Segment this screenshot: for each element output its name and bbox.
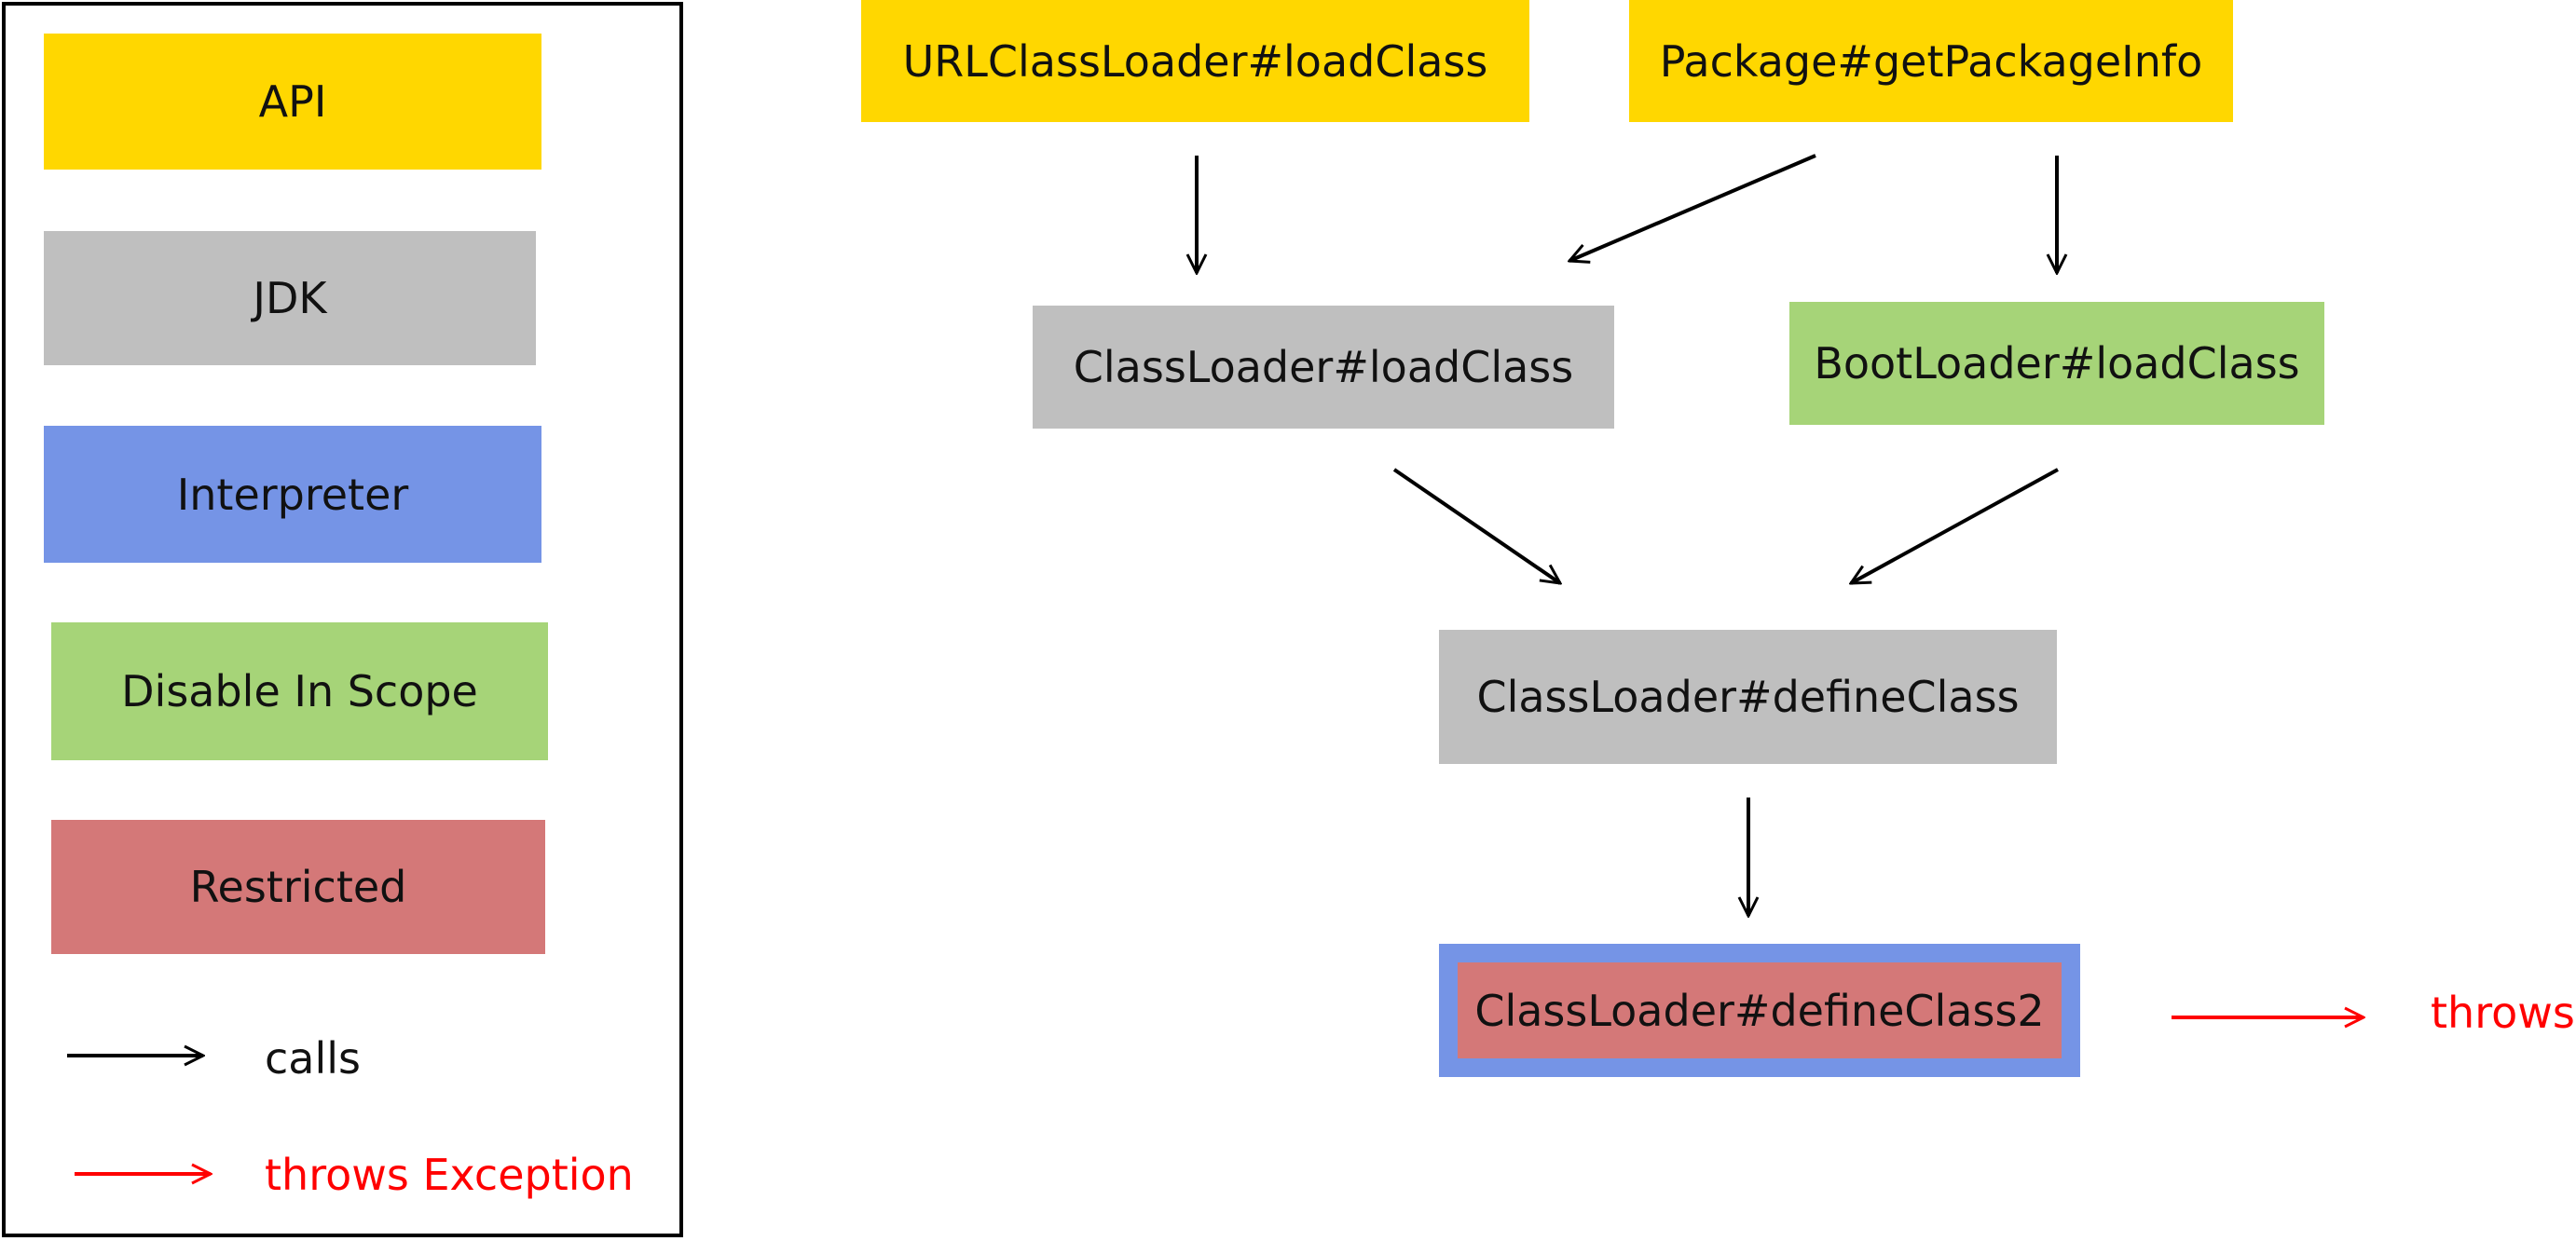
throws-label: throws xyxy=(2431,988,2575,1038)
edge-package-to-classloader-loadclass xyxy=(1569,154,1816,261)
edge-classloader-loadclass-to-defineclass xyxy=(1392,468,1560,583)
node-urlclassloader-loadclass-label: URLClassLoader#loadClass xyxy=(902,35,1488,87)
legend-restricted-swatch: Restricted xyxy=(51,820,545,954)
node-bootloader-loadclass: BootLoader#loadClass xyxy=(1789,302,2324,425)
legend-calls-label: calls xyxy=(265,1033,362,1084)
node-package-getpackageinfo-label: Package#getPackageInfo xyxy=(1659,35,2203,87)
node-classloader-loadclass: ClassLoader#loadClass xyxy=(1033,306,1614,429)
legend-restricted-label: Restricted xyxy=(189,862,407,912)
node-classloader-loadclass-label: ClassLoader#loadClass xyxy=(1073,342,1574,392)
legend-panel xyxy=(2,2,683,1237)
legend-interpreter-label: Interpreter xyxy=(176,469,409,520)
legend-jdk-label: JDK xyxy=(253,273,327,323)
node-classloader-defineclass2-label: ClassLoader#defineClass2 xyxy=(1474,985,2045,1036)
legend-disable-in-scope-label: Disable In Scope xyxy=(121,666,478,716)
node-classloader-defineclass: ClassLoader#defineClass xyxy=(1439,630,2057,764)
edge-bootloader-loadclass-to-defineclass xyxy=(1851,468,2059,585)
legend-api-label: API xyxy=(258,76,327,127)
node-bootloader-loadclass-label: BootLoader#loadClass xyxy=(1814,338,2300,389)
legend-interpreter-swatch: Interpreter xyxy=(44,426,541,563)
node-urlclassloader-loadclass: URLClassLoader#loadClass xyxy=(861,0,1529,122)
legend-api-swatch: API xyxy=(44,34,541,170)
legend-throws-exception-label: throws Exception xyxy=(265,1150,634,1200)
legend-jdk-swatch: JDK xyxy=(44,231,536,365)
node-classloader-defineclass-label: ClassLoader#defineClass xyxy=(1476,672,2020,722)
legend-disable-in-scope-swatch: Disable In Scope xyxy=(51,622,548,760)
node-classloader-defineclass2: ClassLoader#defineClass2 xyxy=(1439,944,2080,1077)
node-package-getpackageinfo: Package#getPackageInfo xyxy=(1629,0,2233,122)
